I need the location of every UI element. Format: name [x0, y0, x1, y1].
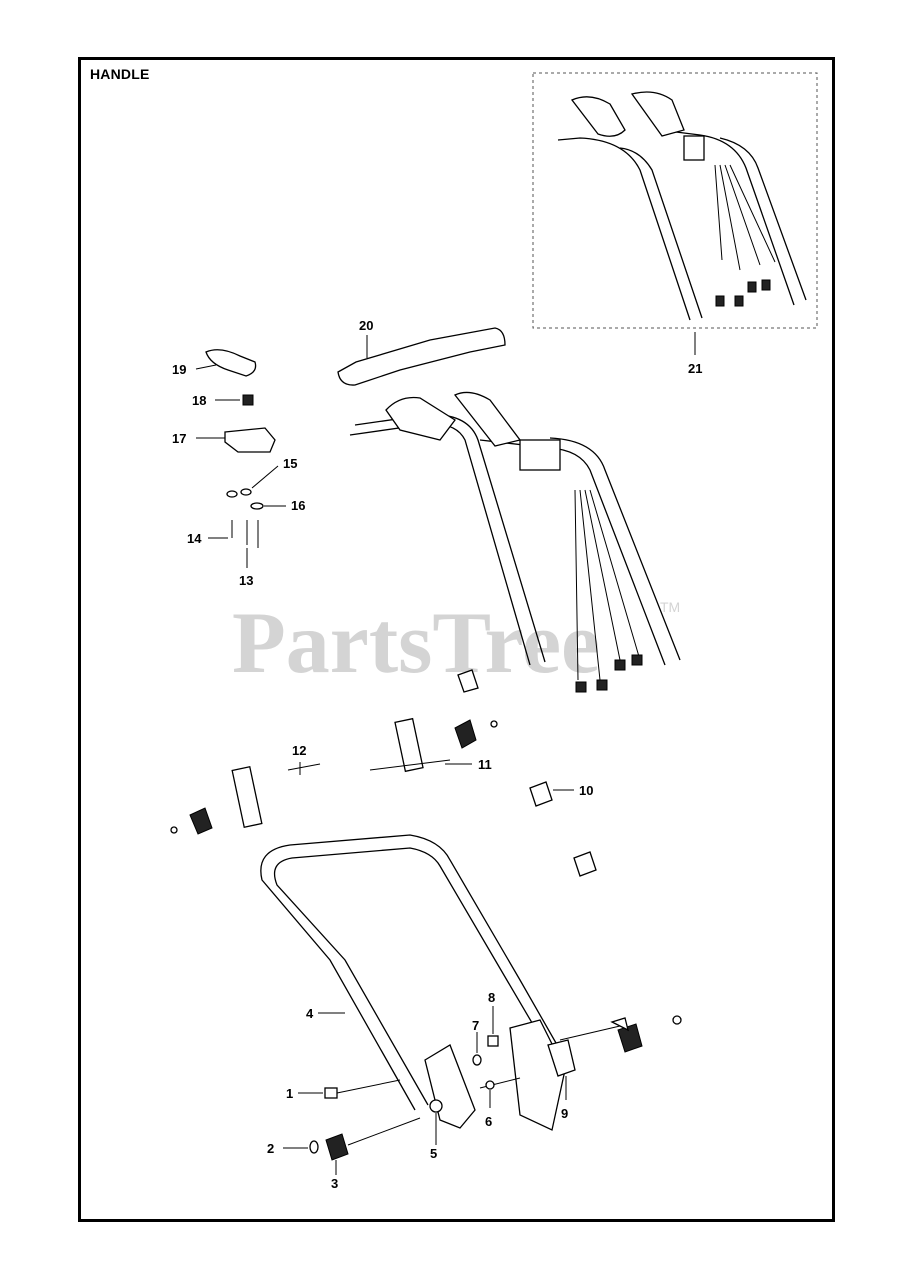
callout-1: 1: [286, 1086, 293, 1101]
part-10-clip: [529, 781, 597, 877]
callout-19: 19: [172, 362, 186, 377]
part-16-washer: [226, 490, 264, 510]
cable-clip: [457, 669, 479, 693]
callout-8: 8: [488, 990, 495, 1005]
upper-handle-main: [349, 391, 681, 693]
callout-2: 2: [267, 1141, 274, 1156]
callout-9: 9: [561, 1106, 568, 1121]
callout-14: 14: [187, 531, 202, 546]
part-8-nut: [487, 1035, 499, 1047]
part-13-screw: [246, 520, 259, 548]
callout-12: 12: [292, 743, 306, 758]
callout-11: 11: [478, 757, 492, 772]
part-11-bolt: [369, 717, 498, 773]
callout-18: 18: [192, 393, 206, 408]
part-7-washer: [472, 1054, 482, 1066]
watermark-trademark: TM: [660, 599, 680, 615]
part-19-control-lever: [205, 349, 257, 377]
callout-17: 17: [172, 431, 186, 446]
part-3-knob: [325, 1117, 421, 1161]
callout-16: 16: [291, 498, 305, 513]
callout-3: 3: [331, 1176, 338, 1191]
leader-15: [251, 465, 279, 489]
callout-5: 5: [430, 1146, 437, 1161]
diagram-frame: [78, 57, 835, 1222]
right-knob-assembly: [559, 1015, 682, 1053]
callout-20: 20: [359, 318, 373, 333]
diagram-title: HANDLE: [90, 66, 150, 82]
part-4-lower-handle: [260, 834, 561, 1111]
callout-6: 6: [485, 1114, 492, 1129]
callout-21: 21: [688, 361, 702, 376]
part-9-bracket-plate: [509, 1019, 576, 1131]
watermark-text: PartsTree: [232, 595, 600, 692]
assembly-21-box: [532, 72, 818, 329]
callout-15: 15: [283, 456, 297, 471]
callout-4: 4: [306, 1006, 314, 1021]
callout-13: 13: [239, 573, 253, 588]
leader-19: [195, 364, 217, 370]
callout-10: 10: [579, 783, 593, 798]
part-20-handle-cover: [337, 327, 506, 386]
part-6-bolt: [479, 1077, 521, 1090]
part-2-washer: [309, 1140, 319, 1154]
part-18-spring: [242, 394, 254, 406]
part-21-handle-assembly: [557, 91, 807, 321]
part-15-washer: [240, 488, 252, 496]
callout-7: 7: [472, 1018, 479, 1033]
part-5-bracket-plate: [424, 1044, 476, 1129]
part-17-bracket: [224, 427, 276, 453]
part-1-bolt: [324, 1079, 401, 1099]
part-12-bolt: [170, 763, 321, 835]
